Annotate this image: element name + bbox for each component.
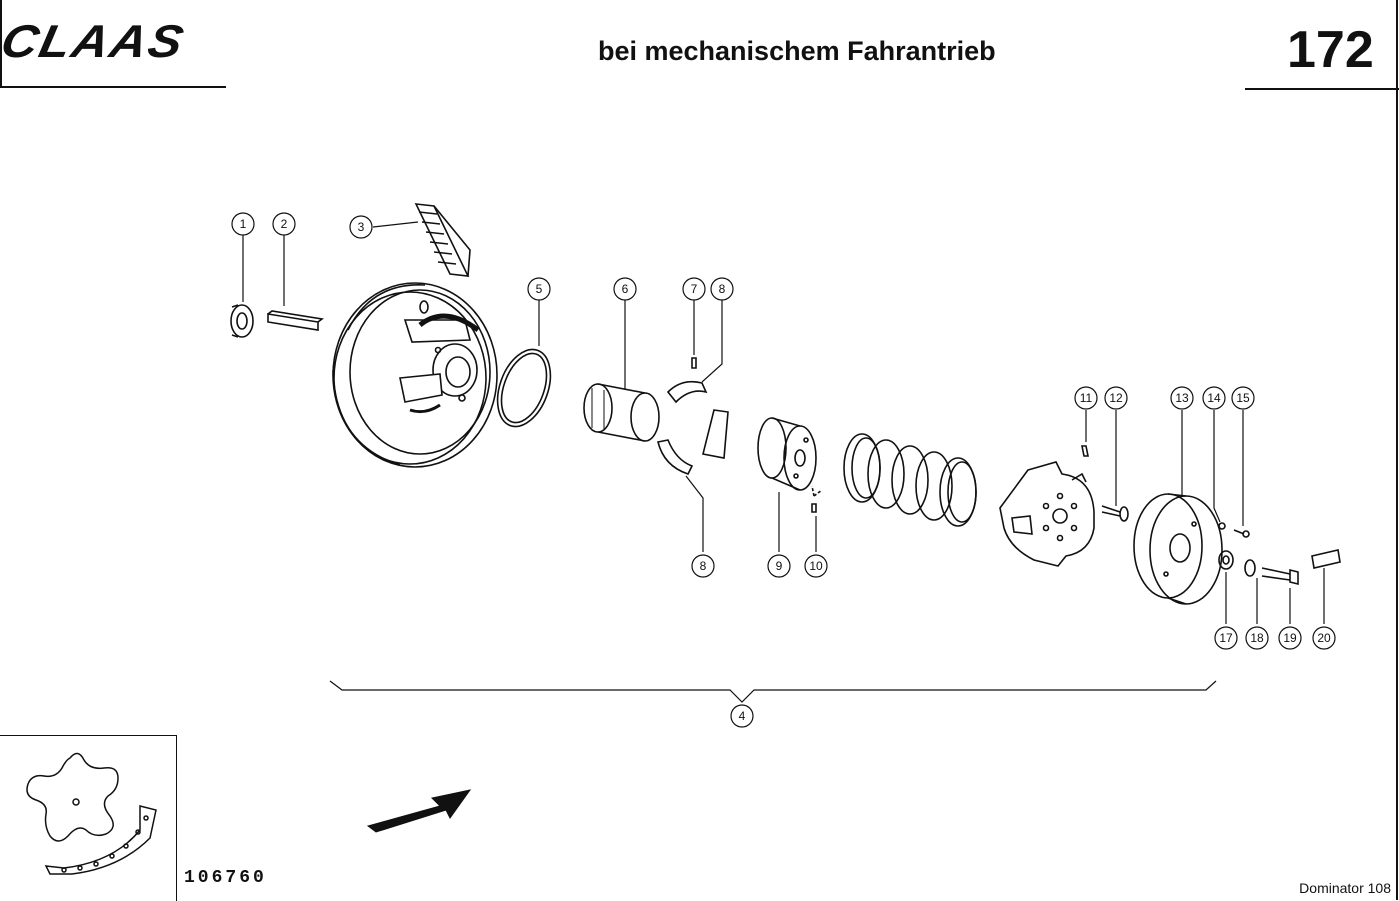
brake-shoe-lower — [657, 439, 694, 475]
drawing-reference-number: 106760 — [184, 868, 267, 888]
page-number: 172 — [1287, 21, 1374, 79]
callout-label: 18 — [1250, 631, 1264, 645]
header-frame-right — [1396, 0, 1398, 900]
brake-shoe-right — [702, 409, 729, 459]
callout-label: 2 — [281, 217, 288, 231]
callout-label: 3 — [358, 220, 365, 234]
callout-20 — [1312, 626, 1336, 650]
callout-5 — [527, 277, 551, 301]
belt-part — [414, 203, 471, 277]
callout-19 — [1278, 626, 1302, 650]
header-rule-left — [0, 86, 226, 88]
callout-label: 15 — [1236, 391, 1250, 405]
callout-label: 8 — [700, 559, 707, 573]
pin-part — [691, 357, 697, 369]
machine-model-label: Dominator 108 — [1299, 880, 1391, 896]
key-part — [267, 310, 324, 331]
callout-label: 1 — [240, 217, 247, 231]
callout-4 — [730, 704, 754, 728]
callout-14 — [1202, 386, 1226, 410]
bushing-part — [1218, 550, 1234, 570]
small-pin-part — [811, 485, 823, 513]
pulley-part — [332, 282, 498, 468]
callout-label: 10 — [809, 559, 823, 573]
callout-label: 12 — [1109, 391, 1123, 405]
header-frame-left — [0, 0, 2, 88]
hub-part — [757, 417, 817, 491]
callout-label: 17 — [1219, 631, 1233, 645]
screw-part — [1233, 529, 1250, 538]
washer-part — [230, 304, 254, 338]
callout-10 — [804, 554, 828, 578]
callout-6 — [613, 277, 637, 301]
disc-part — [1133, 493, 1223, 605]
callout-8b — [691, 554, 715, 578]
spider-plate-part — [999, 461, 1095, 567]
callout-2 — [272, 212, 296, 236]
bolt-part — [1101, 505, 1129, 522]
sprocket-chain-icon — [26, 752, 157, 875]
callout-3 — [349, 215, 373, 239]
callout-7 — [682, 277, 706, 301]
header-rule-right — [1245, 88, 1399, 90]
callout-label: 19 — [1283, 631, 1297, 645]
snap-ring-part — [496, 348, 552, 428]
callout-17 — [1214, 626, 1238, 650]
sleeve-part — [583, 383, 660, 442]
callout-18 — [1245, 626, 1269, 650]
callout-label: 8 — [719, 282, 726, 296]
callout-15 — [1231, 386, 1255, 410]
callout-13 — [1170, 386, 1194, 410]
callout-8a — [710, 277, 734, 301]
arrow-icon — [366, 789, 472, 833]
callout-label: 9 — [776, 559, 783, 573]
callout-1 — [231, 212, 255, 236]
callout-label: 6 — [622, 282, 629, 296]
callout-label: 20 — [1317, 631, 1331, 645]
small-key-part — [1081, 445, 1089, 457]
small-washer-part — [1218, 522, 1226, 530]
callout-label: 13 — [1175, 391, 1189, 405]
callout-9 — [767, 554, 791, 578]
inset-frame — [0, 735, 177, 901]
hex-bolt-part — [1261, 567, 1299, 586]
callout-label: 14 — [1207, 391, 1221, 405]
brake-shoe-upper — [666, 380, 708, 404]
callout-label: 11 — [1080, 391, 1093, 405]
page-title: bei mechanischem Fahrantrieb — [598, 36, 996, 66]
callout-label: 5 — [536, 282, 543, 296]
ring-washer-part — [1244, 559, 1256, 577]
plate-part — [1311, 549, 1341, 569]
callout-label: 7 — [691, 282, 698, 296]
spring-part — [843, 433, 977, 527]
callout-11 — [1074, 386, 1098, 410]
callout-label: 4 — [739, 709, 746, 723]
callout-12 — [1104, 386, 1128, 410]
